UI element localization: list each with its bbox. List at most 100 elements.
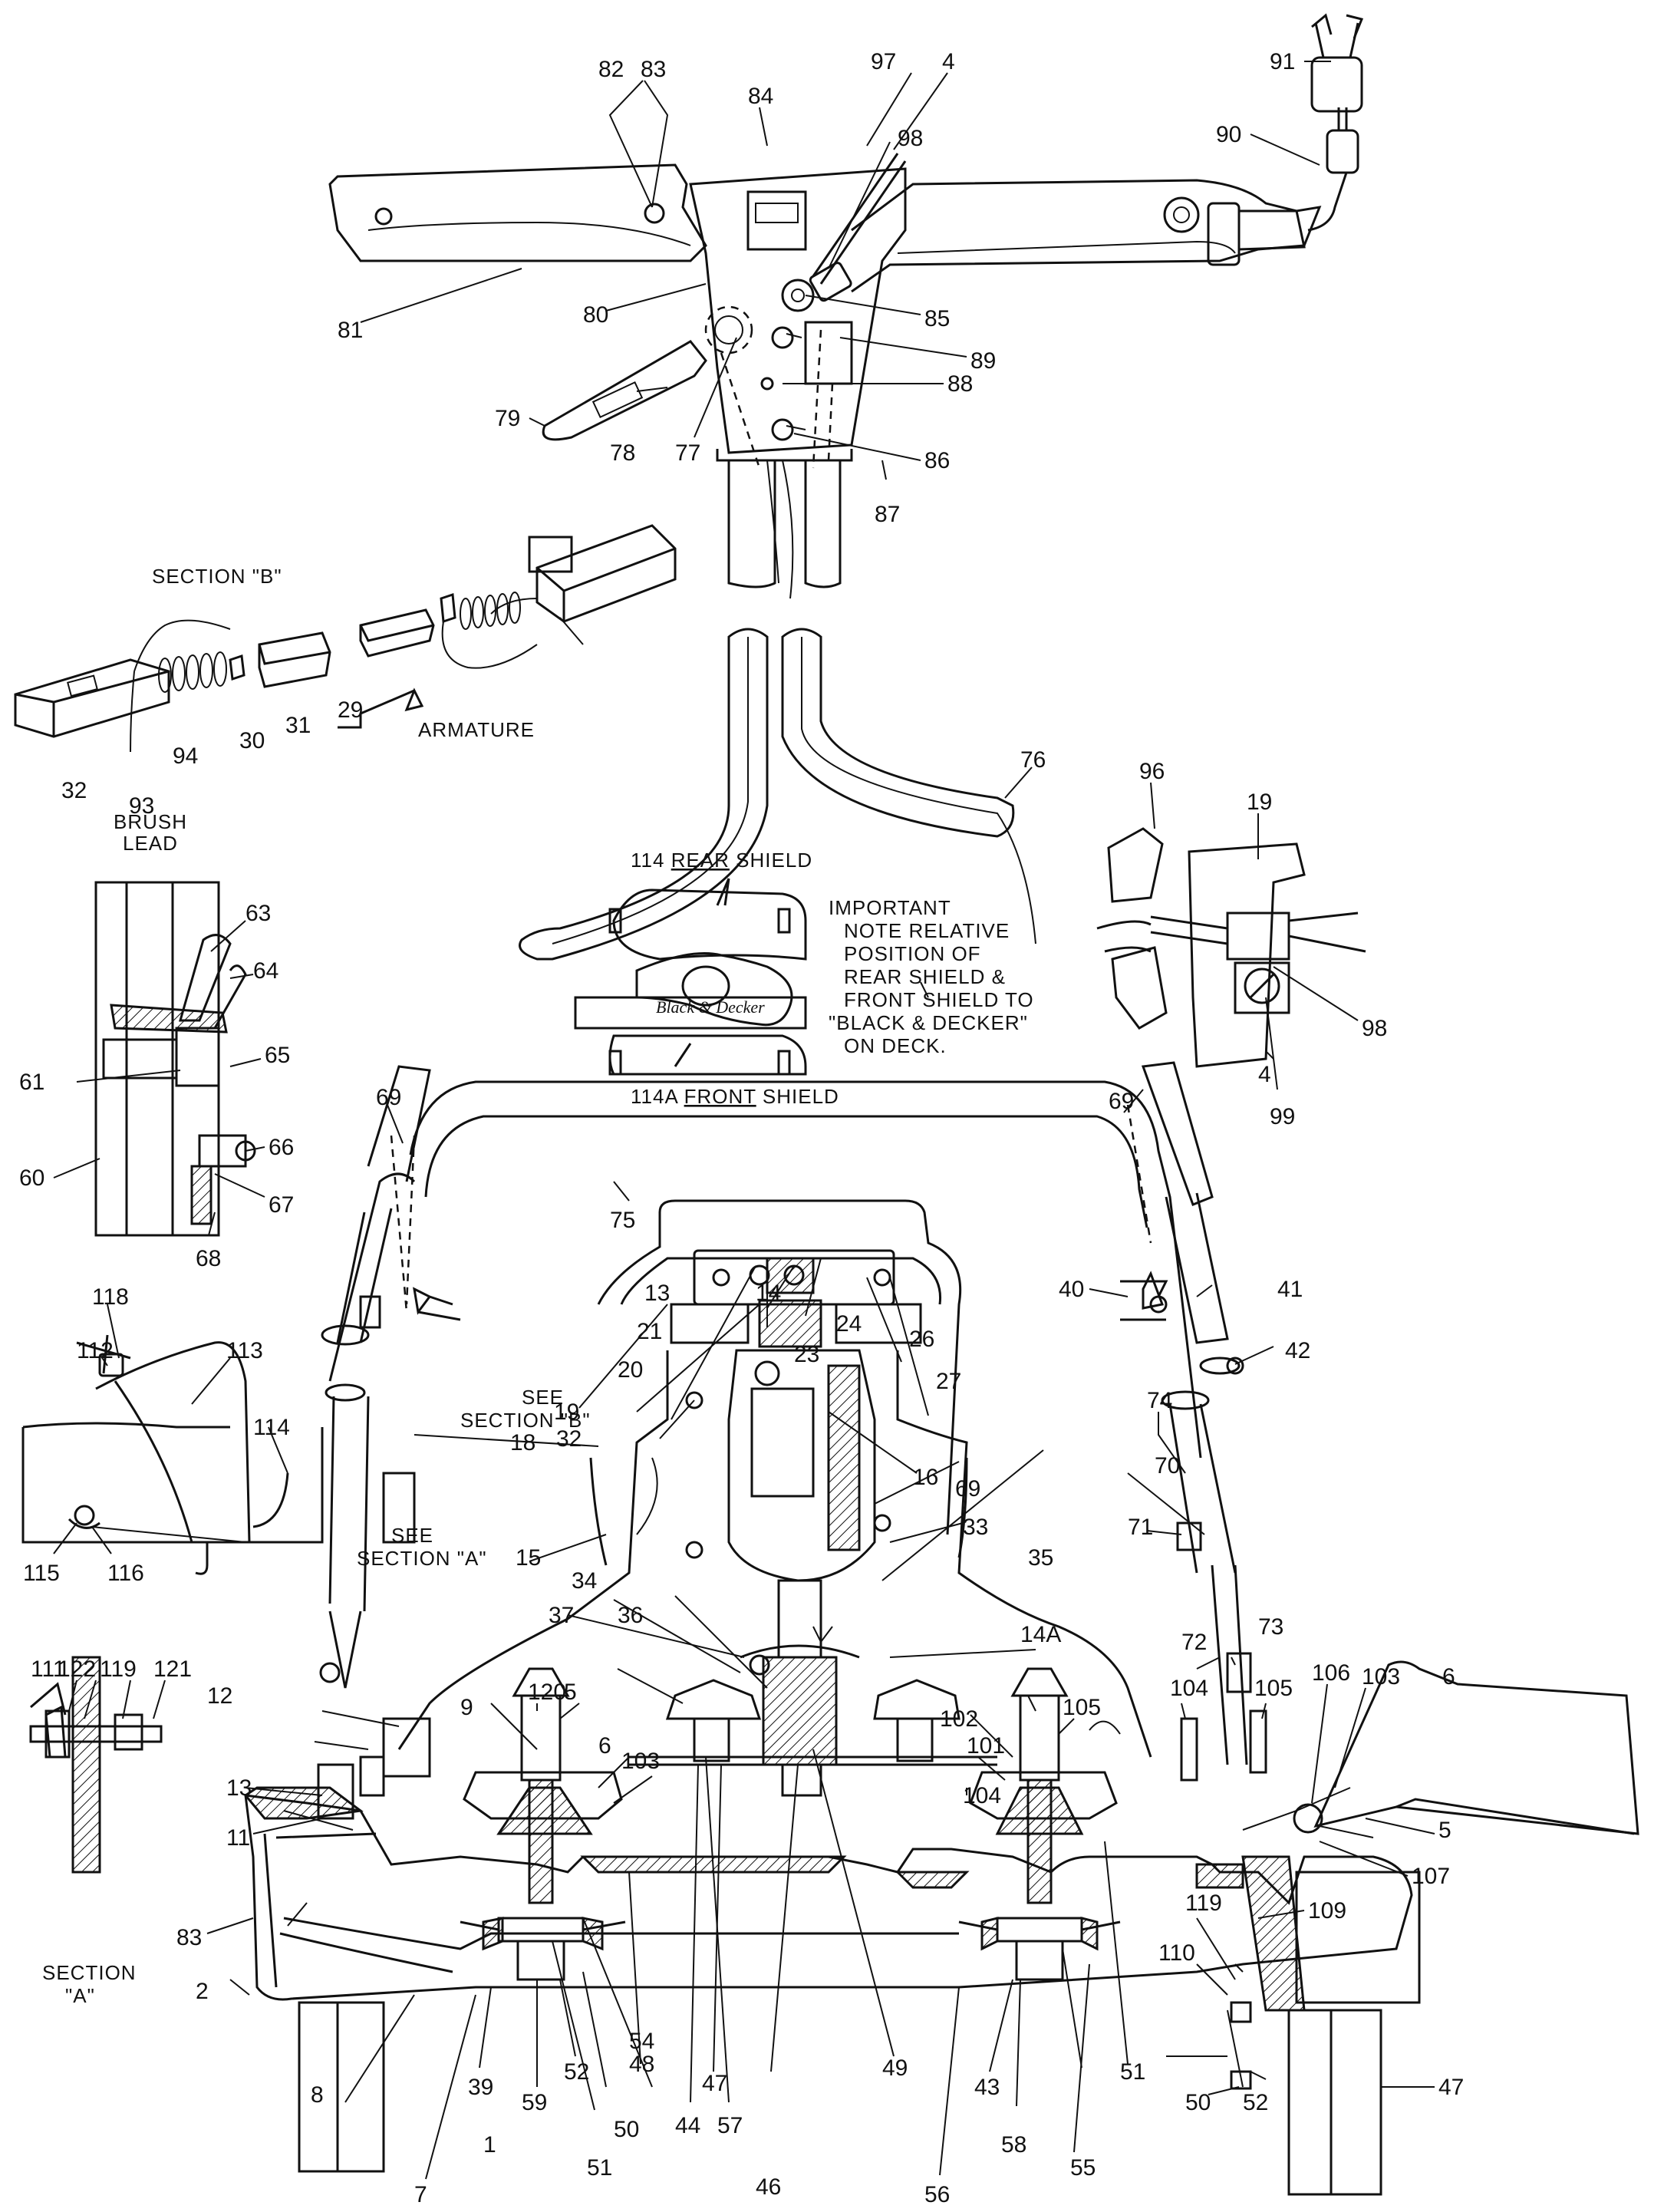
callout: 50 [1185,2090,1211,2115]
section-b-title: SECTION "B" [152,565,282,588]
callout: 54 [629,2029,654,2054]
section-a-line2: "A" [65,1984,95,2007]
callout: 83 [641,57,666,82]
callout: 19 [1247,790,1272,815]
see-section-a-line2: SECTION "A" [357,1547,487,1570]
see-section-b-line2: SECTION "B" [460,1409,591,1432]
callout: 78 [610,440,635,466]
callout: 27 [936,1369,961,1394]
callout: 65 [265,1043,290,1068]
callout: 49 [882,2055,908,2081]
callout: 105 [1063,1695,1101,1720]
callout: 119 [100,1657,137,1682]
callout: 46 [756,2174,781,2200]
callout: 4 [1258,1062,1271,1087]
callout: 76 [1020,747,1046,773]
callout: 12 [207,1683,232,1709]
callout: 35 [1028,1545,1053,1571]
callout: 32 [556,1426,582,1452]
note-line: POSITION OF [844,942,981,965]
callout: 40 [1059,1277,1084,1302]
callout: 23 [794,1342,819,1367]
leader-lines [53,61,1435,2180]
callout: 7 [414,2182,427,2207]
blade-spindles [314,1662,1267,2090]
callout: 14 [756,1281,781,1306]
callout: 48 [629,2052,654,2077]
callout: 120 [528,1680,566,1705]
callout: 51 [1120,2059,1145,2085]
note-line: ON DECK. [844,1034,947,1057]
callout: 5 [564,1680,577,1705]
callout: 91 [1270,49,1295,74]
callout: 106 [1312,1660,1350,1686]
callout: 114 [253,1415,290,1440]
section-b-brush-detail [14,524,677,753]
callout: 103 [621,1749,660,1774]
callout: 74 [1147,1388,1172,1413]
see-section-a-line1: SEE [391,1524,433,1547]
callout: 113 [226,1338,263,1363]
callout: 94 [173,743,198,769]
callout: 55 [1070,2155,1096,2181]
callout: 93 [129,793,154,819]
section-a-line1: SECTION [42,1961,137,1984]
callout: 87 [875,502,900,527]
callout: 70 [1155,1453,1180,1479]
callout: 4 [942,49,955,74]
callout: 79 [495,406,520,431]
callout: 47 [1438,2075,1464,2100]
callout: 110 [1158,1940,1195,1966]
handle-assembly [328,13,1364,599]
callout: 47 [702,2071,727,2096]
callout: 81 [338,318,363,343]
callout: 71 [1128,1515,1153,1540]
callout: 19 [554,1399,579,1425]
callout: 5 [1438,1818,1451,1843]
callout: 32 [61,778,87,803]
callout: 59 [522,2090,547,2115]
callout: 42 [1285,1338,1310,1363]
callout: 67 [269,1192,294,1218]
mower-deck [243,1660,1639,2196]
callout: 37 [549,1603,574,1628]
motor-housing [397,1199,1152,1797]
callout: 61 [19,1070,44,1095]
callout: 90 [1216,122,1241,147]
callout: 13 [644,1281,670,1306]
callout: 52 [1243,2090,1268,2115]
callout: 58 [1001,2132,1026,2158]
callout: 66 [269,1135,294,1160]
callout: 86 [924,448,950,473]
section-a-detail [29,1656,163,1874]
callout: 21 [637,1319,662,1344]
callout: 44 [675,2113,700,2138]
callout: 97 [871,49,896,74]
note-line: FRONT SHIELD TO [844,988,1034,1011]
callout: 24 [836,1311,862,1337]
left-bracket-detail [94,881,256,1237]
callout: 80 [583,302,608,328]
callout: 102 [940,1706,978,1732]
callout: 73 [1258,1614,1283,1640]
callout: 34 [572,1568,597,1594]
rear-shield-caption: 114 REAR SHIELD [631,849,812,872]
callout: 119 [1185,1891,1222,1916]
note-line: REAR SHIELD & [844,965,1006,988]
callout: 112 [77,1338,114,1363]
callout: 72 [1181,1630,1207,1655]
callout: 98 [898,126,923,151]
lead-label: LEAD [123,832,178,855]
callout: 8 [311,2082,324,2108]
callout: 6 [598,1733,611,1759]
callout: 109 [1308,1898,1346,1924]
callout: 68 [196,1246,221,1271]
callout: 36 [618,1603,643,1628]
callout: 98 [1362,1016,1387,1041]
callout: 16 [913,1465,938,1490]
height-adjust-detail [21,1334,324,1575]
callout: 107 [1412,1864,1450,1889]
note-line: NOTE RELATIVE [844,919,1010,942]
